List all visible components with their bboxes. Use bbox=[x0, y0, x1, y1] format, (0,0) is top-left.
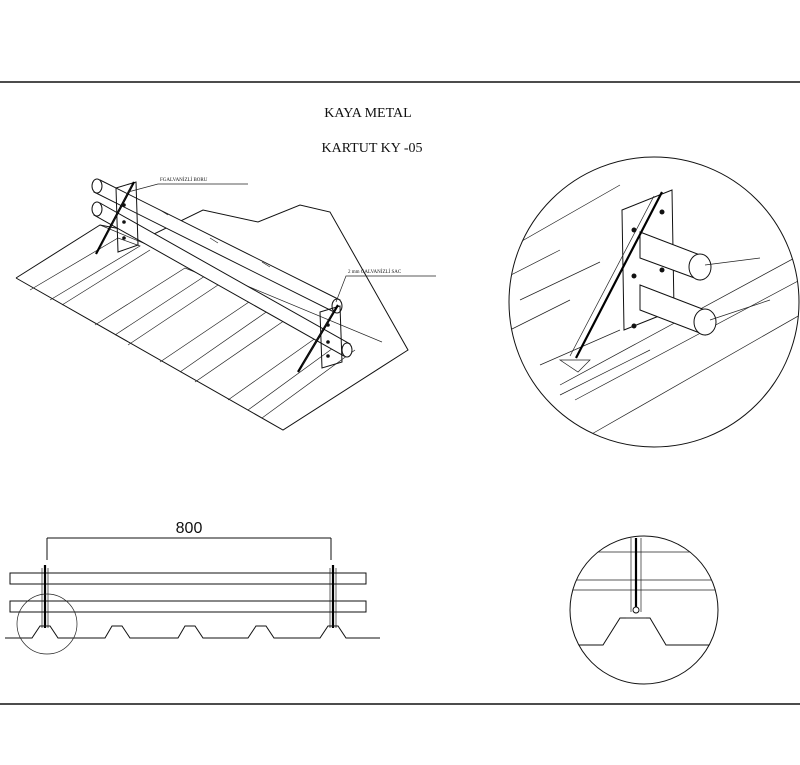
plate-callout-text: 2 mm GALVANİZLİ SAC bbox=[348, 269, 402, 275]
detail-marker-circle bbox=[16, 593, 78, 655]
profile-detail-outline bbox=[569, 535, 719, 685]
pipe-callout-leader bbox=[127, 183, 248, 193]
profile-detail-circle bbox=[569, 535, 719, 685]
dimension-label: 800 bbox=[176, 520, 203, 537]
isometric-view: FGALVANİZLİ BORU 2 mm GALVANİZLİ SAC bbox=[15, 177, 436, 431]
bracket-right bbox=[297, 304, 343, 373]
product-code: KARTUT KY -05 bbox=[321, 141, 422, 156]
side-elevation: 800 bbox=[5, 520, 380, 655]
upper-tube-rail bbox=[9, 572, 367, 585]
pipe-callout-text: FGALVANİZLİ BORU bbox=[160, 177, 208, 183]
plate-callout-leader bbox=[335, 275, 436, 303]
detail-view-circle bbox=[508, 156, 800, 448]
detail-circle-outline bbox=[508, 156, 800, 448]
roof-profile bbox=[5, 625, 380, 639]
bracket-left bbox=[95, 181, 139, 255]
company-title: KAYA METAL bbox=[324, 106, 411, 121]
lower-tube-rail bbox=[9, 600, 367, 613]
guard-tubes bbox=[91, 178, 353, 358]
